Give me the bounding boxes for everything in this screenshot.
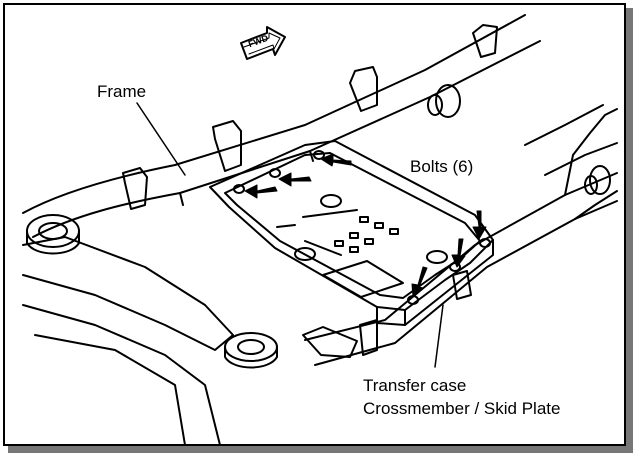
- bolt-arrow-icon: [244, 184, 278, 199]
- bolt-arrow-icon: [451, 238, 466, 268]
- rear-crossmember: [524, 104, 618, 195]
- part-label-line2: Crossmember / Skid Plate: [363, 399, 561, 418]
- frame-label: Frame: [97, 82, 147, 101]
- bolt-arrow-icon: [320, 153, 352, 167]
- leader-lines: [136, 102, 444, 368]
- lower-mount-brackets: [302, 270, 472, 358]
- body-mount-right: [224, 332, 278, 369]
- skid-plate: [209, 140, 494, 326]
- bolt-arrow-icon: [472, 210, 487, 240]
- frame-mounts: [122, 24, 498, 210]
- forward-direction-icon: [240, 26, 286, 60]
- chassis-illustration: [22, 14, 618, 446]
- part-label-line1: Transfer case: [363, 376, 467, 395]
- body-mount-left: [26, 214, 80, 255]
- figure-frame: FWD Frame Bolts (6) Transfer case Crossm…: [3, 3, 626, 446]
- bolt-arrow-icon: [278, 172, 312, 187]
- bolts-label: Bolts (6): [410, 157, 474, 176]
- front-crossmember: [22, 236, 234, 446]
- frame-rail-left: [22, 14, 541, 238]
- bolt-arrows: [244, 153, 487, 298]
- bolt-arrow-icon: [411, 266, 428, 298]
